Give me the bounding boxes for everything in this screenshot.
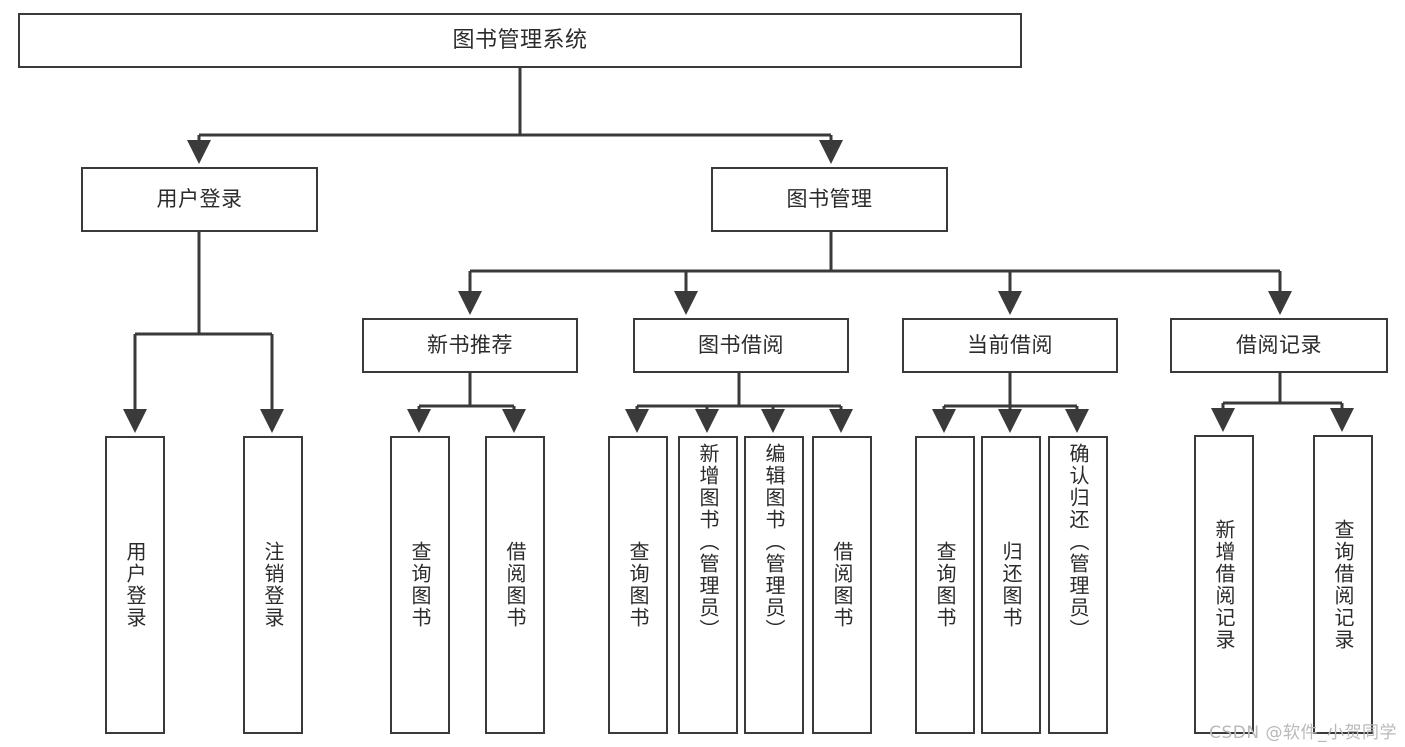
leaf-add-book[interactable]: 新增图书（管理员）: [678, 436, 738, 734]
node-label: 图书管理系统: [452, 27, 588, 53]
leaf-query-book-1[interactable]: 查询图书: [390, 436, 450, 734]
leaf-query-book-3[interactable]: 查询图书: [915, 436, 975, 734]
node-label: 编辑图书（管理员）: [762, 443, 786, 641]
watermark-text: CSDN @软件_小贺同学: [1209, 723, 1397, 743]
node-label: 图书借阅: [698, 333, 784, 358]
leaf-borrow-book-1[interactable]: 借阅图书: [485, 436, 545, 734]
leaf-query-book-2[interactable]: 查询图书: [608, 436, 668, 734]
node-book-borrow[interactable]: 图书借阅: [633, 318, 849, 373]
node-book-manage[interactable]: 图书管理: [711, 167, 948, 232]
node-label: 借阅图书: [830, 541, 854, 629]
leaf-query-record[interactable]: 查询借阅记录: [1313, 435, 1373, 734]
node-label: 图书管理: [786, 187, 873, 212]
node-label: 新增图书（管理员）: [696, 443, 720, 641]
leaf-add-record[interactable]: 新增借阅记录: [1194, 435, 1254, 734]
node-label: 当前借阅: [967, 333, 1053, 358]
node-label: 新书推荐: [427, 333, 513, 358]
leaf-edit-book[interactable]: 编辑图书（管理员）: [744, 436, 804, 734]
leaf-return-book[interactable]: 归还图书: [981, 436, 1041, 734]
node-label: 确认归还（管理员）: [1066, 443, 1090, 641]
node-label: 查询图书: [933, 541, 957, 629]
leaf-confirm-return[interactable]: 确认归还（管理员）: [1048, 436, 1108, 734]
leaf-user-login[interactable]: 用户登录: [105, 436, 165, 734]
node-label: 用户登录: [123, 541, 147, 629]
leaf-borrow-book-2[interactable]: 借阅图书: [812, 436, 872, 734]
node-user-login[interactable]: 用户登录: [81, 167, 318, 232]
node-label: 归还图书: [999, 541, 1023, 629]
node-new-book-recommend[interactable]: 新书推荐: [362, 318, 578, 373]
node-current-borrow[interactable]: 当前借阅: [902, 318, 1118, 373]
node-borrow-record[interactable]: 借阅记录: [1170, 318, 1388, 373]
node-label: 借阅图书: [503, 541, 527, 629]
node-label: 借阅记录: [1236, 333, 1322, 358]
node-label: 查询借阅记录: [1331, 518, 1355, 651]
node-label: 查询图书: [626, 541, 650, 629]
node-label: 注销登录: [261, 541, 285, 629]
leaf-logout[interactable]: 注销登录: [243, 436, 303, 734]
node-label: 新增借阅记录: [1212, 518, 1236, 651]
node-label: 查询图书: [408, 541, 432, 629]
node-label: 用户登录: [156, 187, 243, 212]
node-root-book-management-system[interactable]: 图书管理系统: [18, 13, 1022, 68]
